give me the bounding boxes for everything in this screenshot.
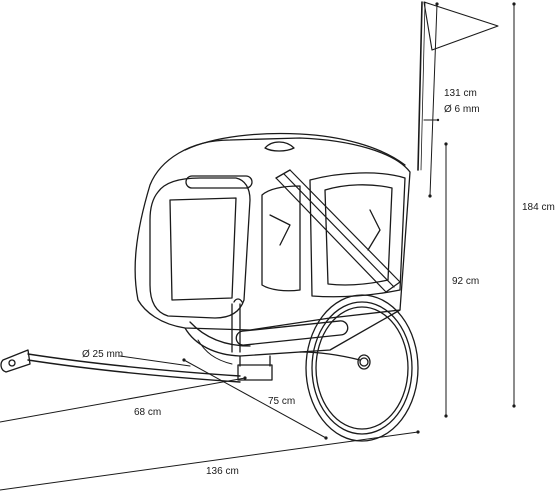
dim-line-total-length <box>0 431 419 491</box>
label-drawbar-diameter: Ø 25 mm <box>82 349 124 360</box>
dim-line-flagpole <box>429 3 438 197</box>
flag-pennant <box>423 1 499 51</box>
trailer-body <box>134 132 411 357</box>
front-side-panel <box>149 177 251 319</box>
wheel-tyre-outer <box>305 294 419 442</box>
wheel <box>305 294 419 442</box>
label-body-height: 92 cm <box>452 276 480 287</box>
label-flagpole-length: 131 cm <box>444 88 477 99</box>
flag-with-pole <box>417 1 499 171</box>
dim-leader-drawbar-dia <box>119 355 191 367</box>
dim-line-drawbar-length <box>0 377 246 423</box>
wheel-hub <box>357 354 371 370</box>
chassis <box>231 298 369 381</box>
roof-handle <box>185 175 253 189</box>
label-drawbar-length: 68 cm <box>134 407 162 418</box>
flagpole <box>417 1 423 171</box>
frame-bar <box>275 169 401 293</box>
dimension-lines <box>0 2 516 491</box>
bumper-bar <box>235 320 349 346</box>
label-width: 75 cm <box>268 396 296 407</box>
drawbar-coupler <box>0 349 31 373</box>
label-flagpole-diameter: Ø 6 mm <box>444 104 480 115</box>
dim-line-width <box>183 359 327 439</box>
side-window <box>261 185 301 292</box>
label-total-length: 136 cm <box>206 466 239 477</box>
label-total-height: 184 cm <box>522 202 555 213</box>
bottom-pan <box>184 309 401 357</box>
hitch-bracket <box>237 364 273 381</box>
canopy-outline <box>134 137 411 331</box>
